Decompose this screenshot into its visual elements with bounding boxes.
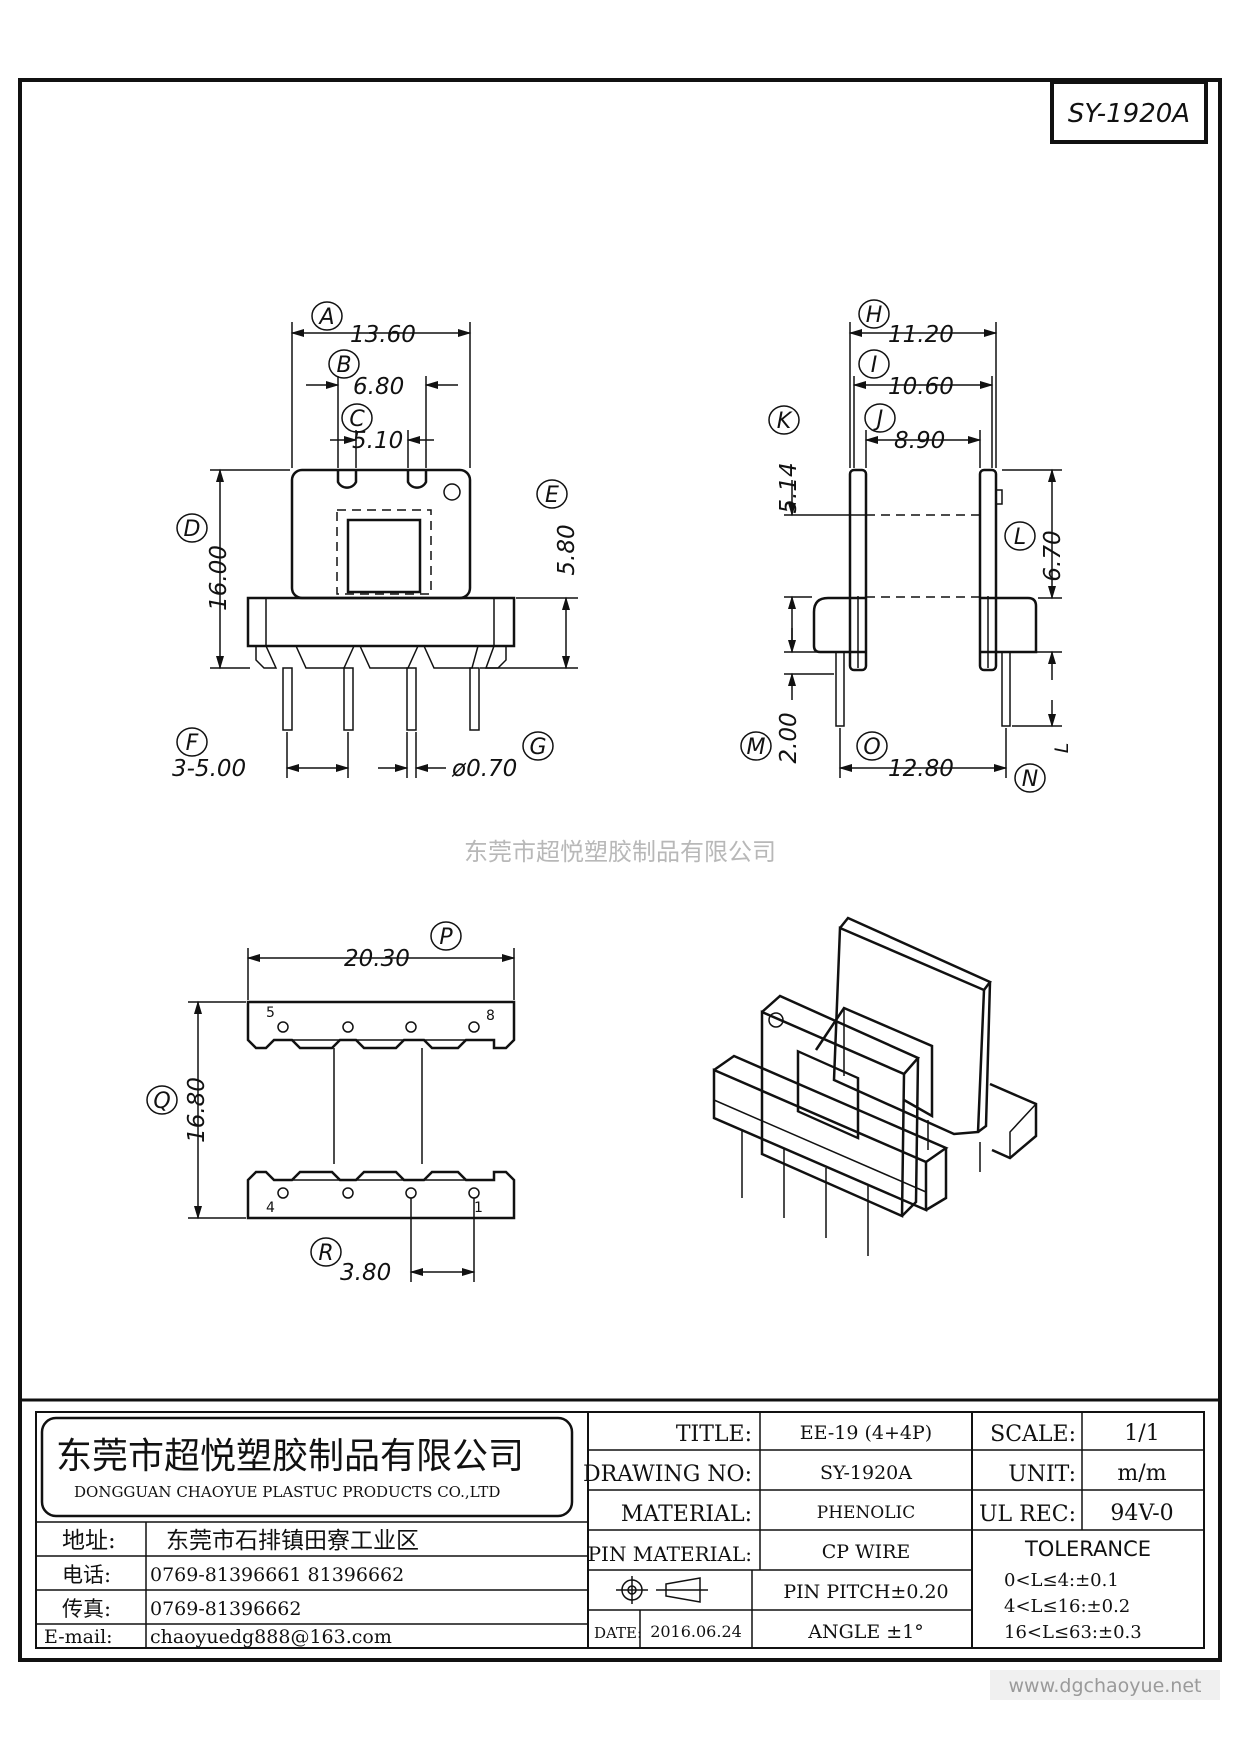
front-top-flange [290, 468, 472, 600]
dim-c: 5.10 [352, 428, 403, 454]
address-value: 东莞市石排镇田寮工业区 [166, 1528, 419, 1554]
polarity-mark-icon [443, 483, 461, 501]
drawing-no-label: DRAWING NO: [583, 1462, 752, 1487]
phone-value: 0769-81396661 81396662 [150, 1564, 404, 1586]
side-pin [835, 651, 845, 727]
dim-m: 2.00 [776, 712, 802, 763]
footer-url-badge [990, 1670, 1220, 1700]
unit-label: UNIT: [1008, 1462, 1076, 1487]
sheet-border [18, 78, 1222, 1662]
dim-q: 16.80 [184, 1077, 210, 1143]
dim-letter-g: G [529, 735, 546, 760]
side-flange-left [848, 468, 868, 672]
dim-b: 6.80 [353, 374, 404, 400]
dim-letter-b: B [336, 353, 351, 378]
dim-r: 3.80 [340, 1260, 391, 1286]
bottom-view: 5 8 4 1 P 20.30 Q 16.80 R 3.80 [146, 921, 516, 1286]
fax-label: 传真: [62, 1597, 111, 1621]
bottom-flange-top [246, 1000, 516, 1050]
dim-h: 11.20 [888, 322, 954, 348]
bottom-flange-bottom [246, 1170, 516, 1220]
dim-pin-length: L [1051, 743, 1073, 754]
drawing-id-box: SY-1920A [1050, 80, 1208, 144]
ul-rec-label: UL REC: [979, 1502, 1076, 1527]
title-label: TITLE: [676, 1422, 752, 1447]
pin-label-4: 4 [266, 1200, 275, 1216]
dim-g: ø0.70 [451, 756, 517, 782]
side-pin [1001, 651, 1011, 727]
dim-letter-k: K [777, 409, 793, 434]
dim-letter-m: M [747, 735, 766, 760]
front-window [346, 518, 422, 594]
dim-p: 20.30 [344, 946, 410, 972]
dim-f: 3-5.00 [172, 756, 246, 782]
fax-value: 0769-81396662 [150, 1598, 301, 1620]
dim-a: 13.60 [350, 322, 416, 348]
dim-i: 10.60 [888, 374, 954, 400]
pin-pitch: PIN PITCH±0.20 [783, 1581, 948, 1603]
email-value: chaoyuedg888@163.com [150, 1626, 392, 1648]
dim-letter-e: E [545, 483, 559, 508]
side-base-right [980, 596, 1038, 654]
footer-url[interactable]: www.dgchaoyue.net [1009, 1675, 1202, 1697]
side-view: H 11.20 I 10.60 J 8.90 K 5.14 L 6.70 [740, 299, 1073, 793]
dim-letter-q: Q [153, 1089, 170, 1114]
phone-label: 电话: [62, 1563, 111, 1587]
title-value: EE-19 (4+4P) [800, 1422, 932, 1444]
dim-e: 5.80 [554, 524, 580, 575]
front-base [246, 596, 516, 648]
isometric-view [712, 916, 1038, 1256]
title-block: 东莞市超悦塑胶制品有限公司 DONGGUAN CHAOYUE PLASTUC P… [22, 1398, 1218, 1649]
dim-j: 8.90 [894, 428, 945, 454]
tolerance-row: 16<L≤63:±0.3 [1004, 1622, 1142, 1643]
company-name-cn: 东莞市超悦塑胶制品有限公司 [56, 1436, 524, 1477]
dim-letter-l: L [1014, 525, 1026, 550]
front-pin [469, 667, 480, 731]
tolerance-row: 4<L≤16:±0.2 [1004, 1596, 1130, 1617]
dim-o: 12.80 [888, 756, 954, 782]
company-name-en: DONGGUAN CHAOYUE PLASTUC PRODUCTS CO.,LT… [74, 1483, 500, 1501]
material-label: MATERIAL: [621, 1502, 752, 1527]
address-label: 地址: [62, 1528, 116, 1554]
ul-rec-value: 94V-0 [1110, 1501, 1173, 1526]
drawing-id: SY-1920A [1068, 99, 1190, 129]
front-pin [282, 667, 293, 731]
dim-letter-i: I [871, 353, 878, 378]
dim-letter-j: J [873, 407, 884, 432]
dim-d: 16.00 [206, 545, 232, 611]
dim-letter-h: H [866, 303, 883, 328]
tolerance-label: TOLERANCE [1024, 1537, 1151, 1561]
scale-value: 1/1 [1124, 1421, 1159, 1446]
front-pin [343, 667, 354, 731]
front-pin [406, 667, 417, 731]
pin-label-5: 5 [266, 1005, 275, 1021]
email-label: E-mail: [44, 1626, 113, 1648]
dim-letter-c: C [349, 407, 365, 432]
dim-k: 5.14 [776, 462, 802, 513]
dim-letter-d: D [184, 517, 201, 542]
scale-label: SCALE: [990, 1422, 1076, 1447]
dim-l: 6.70 [1040, 530, 1066, 581]
date-label: DATE: [594, 1624, 642, 1642]
dim-letter-a: A [317, 305, 334, 330]
watermark-text: 东莞市超悦塑胶制品有限公司 [464, 838, 776, 866]
pin-label-1: 1 [474, 1200, 483, 1216]
front-view: A 13.60 B 6.80 C 5.10 D 16.00 E 5.80 [172, 301, 580, 782]
dim-letter-o: O [863, 735, 880, 760]
angle-tolerance: ANGLE ±1° [807, 1621, 924, 1643]
dim-letter-n: N [1022, 767, 1038, 792]
drawing-no-value: SY-1920A [820, 1462, 912, 1484]
side-flange-right [978, 468, 998, 672]
unit-value: m/m [1117, 1461, 1166, 1486]
dim-letter-f: F [186, 731, 199, 756]
date-value: 2016.06.24 [650, 1622, 742, 1641]
pin-material-value: CP WIRE [822, 1541, 911, 1563]
tolerance-row: 0<L≤4:±0.1 [1004, 1570, 1119, 1591]
dim-letter-r: R [318, 1241, 333, 1266]
pin-label-8: 8 [486, 1008, 495, 1024]
material-value: PHENOLIC [817, 1503, 916, 1523]
dim-letter-p: P [439, 925, 453, 950]
pin-material-label: PIN MATERIAL: [588, 1542, 752, 1566]
